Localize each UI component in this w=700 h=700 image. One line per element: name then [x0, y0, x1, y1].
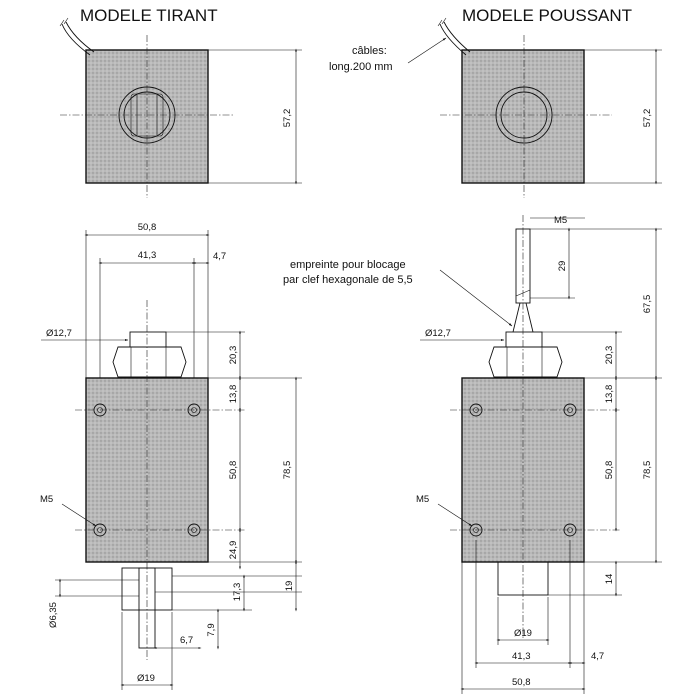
tirant-m5-label: M5: [40, 494, 53, 505]
poussant-shaft-dia-label: Ø12,7: [425, 328, 451, 339]
poussant-m5-label: M5: [416, 494, 429, 505]
tirant-plunger: [138, 567, 156, 649]
tirant-inner-width-label: 41,3: [138, 250, 157, 261]
poussant-threaded-shaft: [505, 331, 543, 348]
poussant-inner-width-label: 41,3: [512, 651, 531, 662]
tirant-plunger-c-label: 7,9: [206, 623, 217, 636]
tirant-plunger-d-label: 6,7: [180, 635, 193, 646]
title-poussant: MODELE POUSSANT: [462, 6, 632, 25]
tirant-bottom-label: 24,9: [228, 541, 239, 560]
tirant-body-h-label: 78,5: [282, 461, 293, 480]
tirant-plunger-b-label: 19: [284, 581, 295, 592]
tirant-side-view: 50,8 41,3 4,7 Ø12,7 20,3 13,8 50,8 78,5 …: [40, 222, 302, 690]
poussant-nut: [488, 346, 563, 378]
tirant-threaded-shaft: [129, 331, 167, 348]
poussant-m5-top-label: M5: [554, 215, 567, 226]
tirant-hole-top-label: 13,8: [228, 385, 239, 404]
poussant-nut-h-label: 20,3: [604, 346, 615, 365]
poussant-width-label: 50,8: [512, 677, 531, 688]
tirant-plunger-dia-label: Ø6,35: [48, 602, 59, 628]
tirant-top-height-label: 57,2: [282, 109, 293, 128]
cables-note-line2: long.200 mm: [329, 61, 393, 73]
poussant-hole-spacing-label: 50,8: [604, 461, 615, 480]
cables-note-line1: câbles:: [352, 45, 387, 57]
poussant-side-view: M5 29 67,5 empreinte pour blocage par cl…: [283, 215, 662, 694]
tirant-hole-spacing-label: 50,8: [228, 461, 239, 480]
poussant-offset-label: 4,7: [591, 651, 604, 662]
tirant-offset-label: 4,7: [213, 251, 226, 262]
tirant-width-label: 50,8: [138, 222, 157, 233]
poussant-top-view: 57,2 câbles: long.200 mm: [329, 17, 662, 198]
tirant-top-view: 57,2: [59, 17, 302, 198]
poussant-foot-dia-label: Ø19: [514, 628, 532, 639]
poussant-total-label: 67,5: [642, 295, 653, 314]
poussant-cable: [439, 23, 467, 56]
poussant-top-height-label: 57,2: [642, 109, 653, 128]
tirant-plunger-a-label: 17,3: [232, 583, 243, 602]
poussant-top-body: [461, 49, 585, 184]
tirant-nut: [112, 346, 187, 378]
poussant-body-h-label: 78,5: [642, 461, 653, 480]
poussant-rod-h-label: 29: [557, 261, 568, 272]
empreinte-note-line1: empreinte pour blocage: [290, 259, 406, 271]
tirant-shaft-dia-label: Ø12,7: [46, 328, 72, 339]
tirant-foot-dia-label: Ø19: [137, 673, 155, 684]
tirant-nut-h-label: 20,3: [228, 346, 239, 365]
poussant-hole-top-label: 13,8: [604, 385, 615, 404]
tirant-cable: [61, 23, 91, 56]
empreinte-note-line2: par clef hexagonale de 5,5: [283, 274, 413, 286]
title-tirant: MODELE TIRANT: [80, 6, 218, 25]
poussant-foot-h-label: 14: [604, 574, 615, 585]
poussant-foot: [497, 561, 549, 596]
